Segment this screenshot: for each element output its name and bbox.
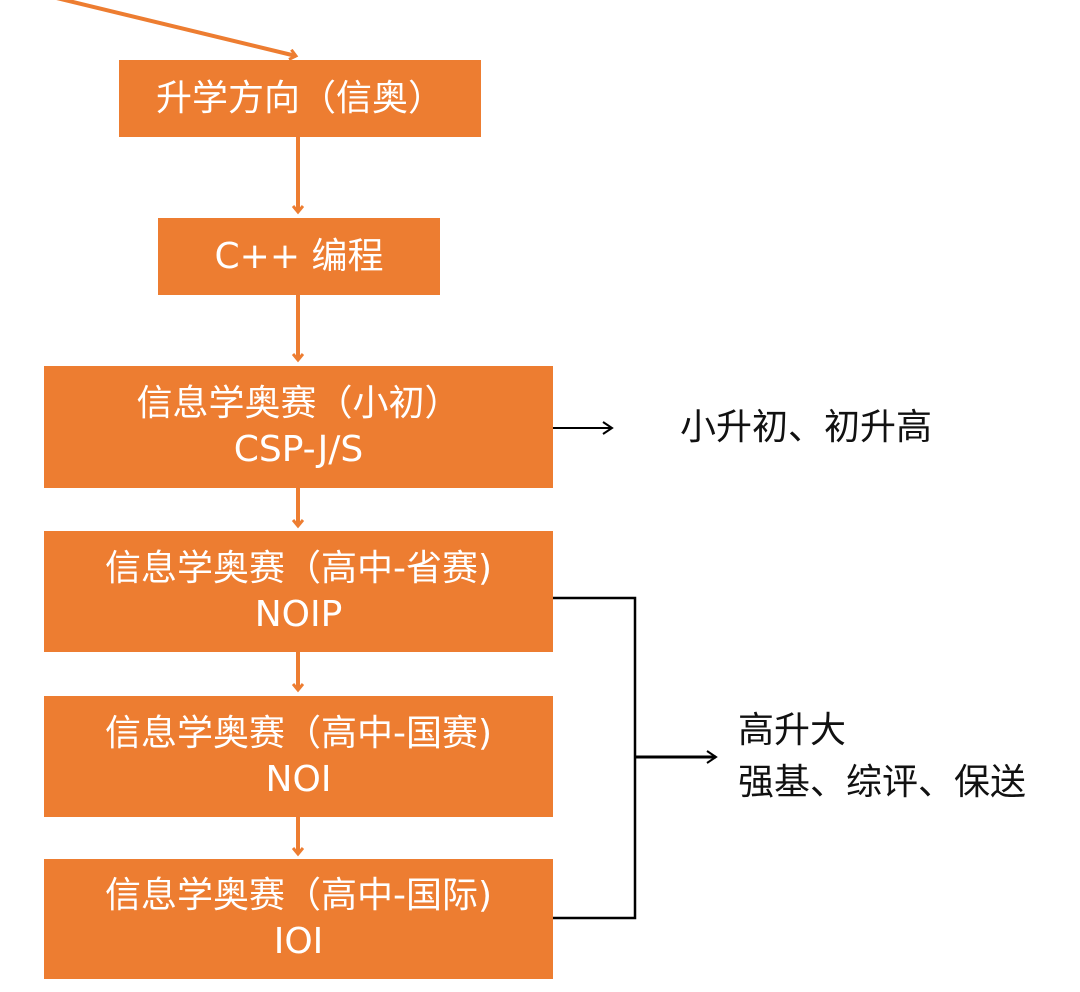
box-noip-subtitle: NOIP: [254, 593, 343, 635]
box-noi: 信息学奥赛（高中-国赛) NOI: [44, 696, 553, 817]
box-csp-title: 信息学奥赛（小初）: [136, 383, 461, 424]
incoming-arrow: [56, 0, 296, 56]
note-high-result-line2: 强基、综评、保送: [738, 762, 1027, 803]
box-ioi-subtitle: IOI: [273, 921, 324, 962]
box-cpp: C++ 编程: [158, 218, 440, 295]
box-noip-title: 信息学奥赛（高中-省赛): [104, 547, 493, 589]
box-ioi-title: 信息学奥赛（高中-国际): [104, 875, 493, 916]
box-direction: 升学方向（信奥）: [119, 60, 481, 137]
note-csp-result: 小升初、初升高: [680, 407, 933, 448]
box-cpp-label: C++ 编程: [214, 235, 384, 277]
box-noi-title: 信息学奥赛（高中-国赛): [104, 712, 493, 754]
box-csp: 信息学奥赛（小初） CSP-J/S: [44, 366, 553, 488]
box-noip: 信息学奥赛（高中-省赛) NOIP: [44, 531, 553, 652]
box-csp-subtitle: CSP-J/S: [233, 429, 364, 470]
note-high-result-line1: 高升大: [738, 710, 847, 751]
box-direction-label: 升学方向（信奥）: [155, 77, 444, 119]
box-noi-subtitle: NOI: [265, 758, 332, 800]
bracket-noip-ioi: [553, 596, 637, 920]
box-ioi: 信息学奥赛（高中-国际) IOI: [44, 859, 553, 979]
